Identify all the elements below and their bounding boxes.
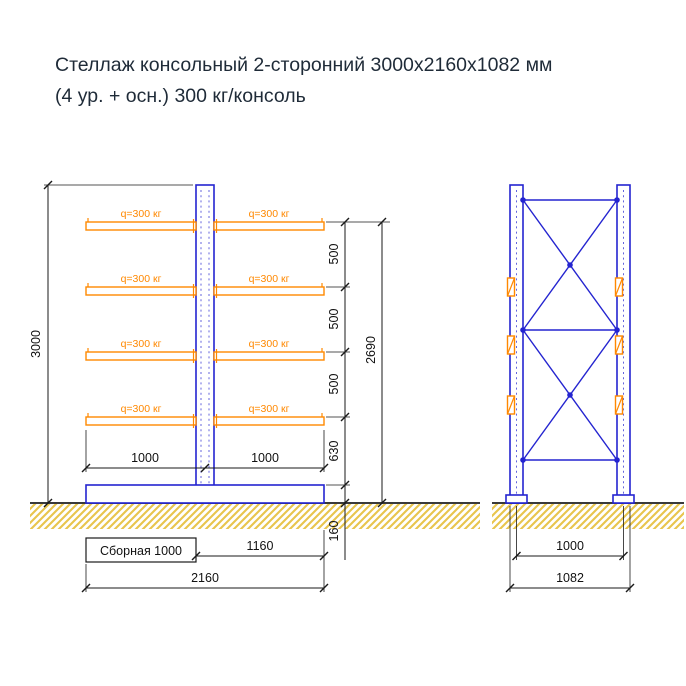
dim-1000-right-label: 1000 (251, 451, 279, 465)
ground (30, 502, 684, 529)
load-label: q=300 кг (121, 273, 162, 285)
side-foot-left (505, 494, 528, 504)
dim-working-height: 2690 (364, 217, 387, 508)
dim-1000-left-label: 1000 (131, 451, 159, 465)
dim-1082-label: 1082 (556, 571, 584, 585)
load-label: q=300 кг (121, 403, 162, 415)
joint-dot (520, 327, 526, 333)
dim-overall-width: 2160 (81, 564, 329, 593)
ground-hatch-left (30, 503, 480, 529)
title-line-1: Стеллаж консольный 2-сторонний 3000х2160… (55, 54, 553, 76)
front-column (195, 184, 215, 504)
bracket-hatch (506, 335, 516, 355)
joint-dot (567, 392, 573, 398)
arm-level-4: q=300 кг q=300 кг (85, 403, 325, 428)
front-view: q=300 кг q=300 кг q=300 кг q=300 кг q=30… (29, 180, 390, 593)
dim-1160-label: 1160 (247, 539, 274, 553)
arm-left (85, 351, 197, 361)
assembled-label: Сборная 1000 (100, 544, 182, 558)
assembled-label-box (85, 537, 197, 563)
joint-dot (614, 197, 620, 203)
dim-2690-label: 2690 (364, 336, 378, 364)
arm-right (213, 221, 325, 231)
bracket-hatch (614, 395, 624, 415)
load-label: q=300 кг (249, 273, 290, 285)
side-columns (505, 184, 635, 504)
dim-1000-side-label: 1000 (556, 539, 584, 553)
joint-dot (520, 457, 526, 463)
load-label: q=300 кг (121, 338, 162, 350)
side-arm-brackets (506, 277, 624, 415)
ground-hatch-right (492, 503, 684, 529)
side-bracing (520, 197, 620, 463)
joint-dot (614, 457, 620, 463)
arm-level-2: q=300 кг q=300 кг (85, 273, 325, 298)
column-profile (195, 184, 215, 504)
dim-3000-label: 3000 (29, 330, 43, 358)
arm-right (213, 286, 325, 296)
load-label: q=300 кг (249, 403, 290, 415)
front-base-beam (85, 484, 325, 504)
arm-right (213, 416, 325, 426)
side-view: 1000 1082 (505, 184, 635, 593)
dim-500-label: 500 (327, 309, 341, 330)
arm-left (85, 221, 197, 231)
arm-level-3: q=300 кг q=300 кг (85, 338, 325, 363)
dim-160-label: 160 (327, 521, 341, 542)
bracket-hatch (614, 277, 624, 297)
load-label: q=300 кг (249, 338, 290, 350)
dim-630-label: 630 (327, 441, 341, 462)
arm-left (85, 416, 197, 426)
dim-overall-depth: 1082 (505, 506, 635, 593)
dim-500-label: 500 (327, 374, 341, 395)
arm-right (213, 351, 325, 361)
joint-dot (614, 327, 620, 333)
joint-dot (567, 262, 573, 268)
drawing-title: Стеллаж консольный 2-сторонний 3000х2160… (55, 50, 552, 112)
title-line-2: (4 ур. + осн.) 300 кг/консоль (55, 85, 306, 107)
bracket-hatch (506, 277, 516, 297)
dim-total-height: 3000 (29, 180, 193, 508)
dim-bottom-row: Сборная 1000 1160 (85, 530, 329, 592)
arm-left (85, 286, 197, 296)
dim-level-chain: 500 500 500 630 160 (326, 217, 390, 560)
side-foot-right (612, 494, 635, 504)
dim-frame-axes: 1000 (511, 506, 629, 561)
dim-consoles: 1000 1000 (81, 430, 329, 473)
arm-level-1: q=300 кг q=300 кг (85, 208, 325, 233)
dim-2160-label: 2160 (191, 571, 219, 585)
dim-500-label: 500 (327, 244, 341, 265)
load-label: q=300 кг (249, 208, 290, 220)
bracket-hatch (614, 335, 624, 355)
bracket-hatch (506, 395, 516, 415)
load-label: q=300 кг (121, 208, 162, 220)
joint-dot (520, 197, 526, 203)
